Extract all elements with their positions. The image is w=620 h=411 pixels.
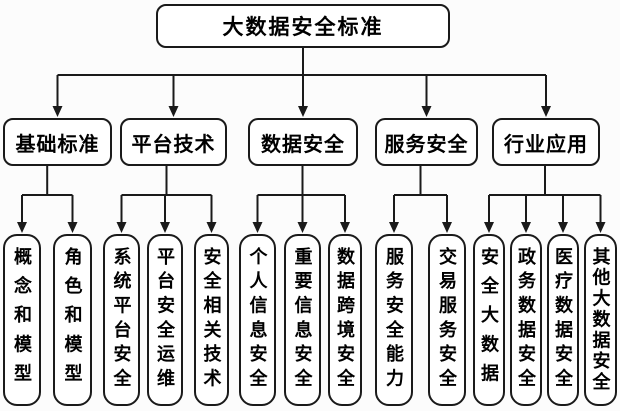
node-platform-technology: 平台技术 <box>120 118 227 166</box>
leaf-node-other-big-data-security: 其他大数据安全 <box>584 234 617 406</box>
leaf-node-security-related-technology: 安全相关技术 <box>194 234 229 406</box>
root-node-big-data-security-standard: 大数据安全标准 <box>156 4 450 48</box>
leaf-node-platform-security-operations: 平台安全运维 <box>147 234 183 406</box>
node-industry-application: 行业应用 <box>492 118 600 166</box>
leaf-node-service-security-capability: 服务安全能力 <box>375 234 413 406</box>
node-data-security: 数据安全 <box>248 118 358 166</box>
arrowheads <box>17 106 606 233</box>
leaf-node-personal-information-security: 个人信息安全 <box>239 234 276 406</box>
leaf-node-cross-border-data-security: 数据跨境安全 <box>328 234 362 406</box>
node-basic-standards: 基础标准 <box>3 118 112 166</box>
leaf-node-transaction-service-security: 交易服务安全 <box>428 234 466 406</box>
leaf-node-important-information-security: 重要信息安全 <box>284 234 321 406</box>
node-service-security: 服务安全 <box>375 118 478 166</box>
leaf-node-security-big-data: 安全大数据 <box>473 234 505 406</box>
leaf-node-system-platform-security: 系统平台安全 <box>103 234 140 406</box>
leaf-node-roles-and-models: 角色和模型 <box>53 234 92 406</box>
leaf-node-concepts-and-models: 概念和模型 <box>3 234 41 406</box>
leaf-node-medical-data-security: 医疗数据安全 <box>547 234 579 406</box>
leaf-node-government-data-security: 政务数据安全 <box>510 234 542 406</box>
